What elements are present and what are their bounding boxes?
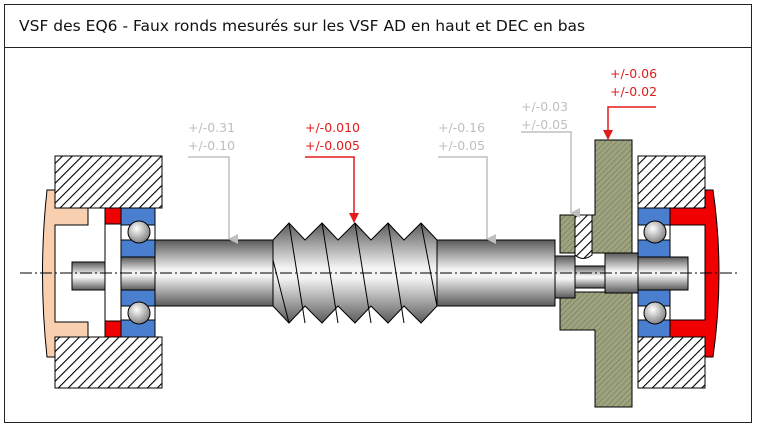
right-shaft-collar — [554, 255, 576, 299]
right-bearing — [637, 207, 671, 338]
coupling-key — [574, 214, 593, 259]
left-red-shim-top — [104, 207, 122, 225]
annotation-top: +/-0.03 — [521, 99, 568, 114]
annotation-bottom: +/-0.02 — [610, 84, 657, 99]
leader-arrow — [438, 156, 496, 244]
annotation-shaft-right: +/-0.16 +/-0.05 — [438, 120, 496, 244]
left-housing-bottom — [54, 336, 163, 389]
annotation-bottom: +/-0.05 — [521, 117, 568, 132]
annotation-bottom: +/-0.10 — [188, 138, 235, 153]
leader-arrow — [305, 156, 359, 223]
right-end-cap — [669, 189, 720, 358]
annotation-coupling-hub: +/-0.03 +/-0.05 — [521, 99, 580, 218]
right-housing-top — [637, 155, 706, 209]
annotation-bottom: +/-0.005 — [305, 138, 360, 153]
left-end-cap — [42, 189, 89, 358]
annotation-top: +/-0.16 — [438, 120, 485, 135]
left-shaft-stub — [71, 261, 108, 291]
leader-arrow — [521, 131, 580, 218]
leader-arrow — [188, 156, 238, 244]
annotation-top: +/-0.31 — [188, 120, 235, 135]
diagram-frame: VSF des EQ6 - Faux ronds mesurés sur les… — [4, 4, 752, 423]
diagram-title: VSF des EQ6 - Faux ronds mesurés sur les… — [5, 5, 751, 48]
left-housing-top — [54, 155, 163, 209]
right-housing-bottom — [637, 336, 706, 389]
annotation-top: +/-0.010 — [305, 120, 360, 135]
annotation-worm: +/-0.010 +/-0.005 — [305, 120, 360, 223]
annotation-top: +/-0.06 — [610, 66, 657, 81]
right-shaft-inner — [574, 265, 606, 289]
annotation-bottom: +/-0.05 — [438, 138, 485, 153]
annotation-gear-flange: +/-0.06 +/-0.02 — [603, 66, 657, 140]
annotation-shaft-left: +/-0.31 +/-0.10 — [188, 120, 238, 244]
left-red-shim-bottom — [104, 320, 122, 338]
leader-arrow — [603, 106, 656, 140]
